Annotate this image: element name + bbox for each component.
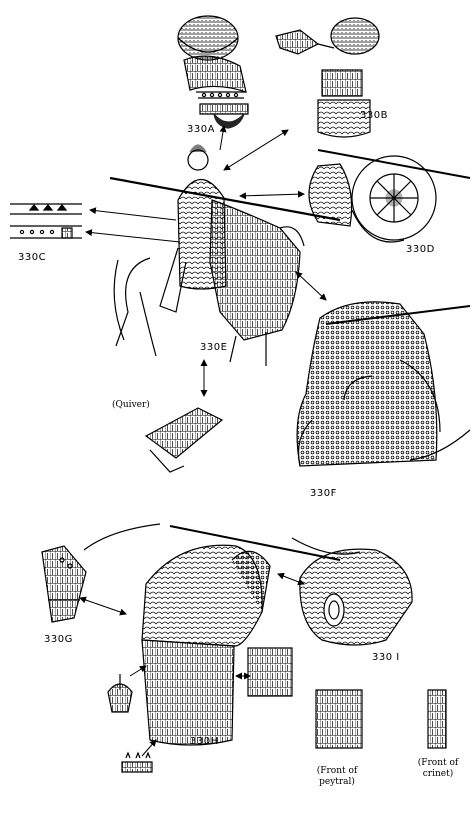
label-330f: 330F — [310, 488, 337, 499]
crinet-330i — [292, 538, 412, 645]
quiver-drawing — [146, 408, 222, 472]
label-330e: 330E — [200, 342, 228, 353]
crinet-front-detail — [428, 690, 446, 748]
barding-330h — [108, 526, 340, 772]
label-330h: 330H — [190, 736, 219, 747]
peytral-front-detail — [316, 690, 362, 748]
crinet-caption: (Front of crinet) — [408, 758, 468, 780]
label-330c: 330C — [18, 252, 47, 263]
quiver-caption: (Quiver) — [112, 400, 150, 410]
label-330b: 330B — [360, 110, 388, 121]
reference-arrows — [79, 125, 327, 756]
peytral-caption-line2: peytral) — [319, 777, 355, 787]
strips-330c — [10, 204, 82, 238]
horse-rider-330e — [110, 145, 340, 366]
label-330a: 330A — [187, 124, 215, 135]
peytral-caption: (Front of peytral) — [304, 766, 370, 788]
peytral-caption-line1: (Front of — [316, 766, 358, 776]
label-330g: 330G — [44, 634, 73, 645]
torso-330f — [297, 302, 470, 466]
helmet-330b — [276, 18, 379, 137]
helmet-330a — [178, 16, 248, 128]
crinet-caption-line1: (Front of — [417, 758, 459, 768]
label-330d: 330D — [406, 244, 435, 255]
plate-330g — [42, 524, 160, 622]
shield-330d — [309, 150, 470, 242]
crinet-caption-line2: crinet) — [422, 769, 454, 779]
label-330i: 330 I — [372, 652, 400, 663]
